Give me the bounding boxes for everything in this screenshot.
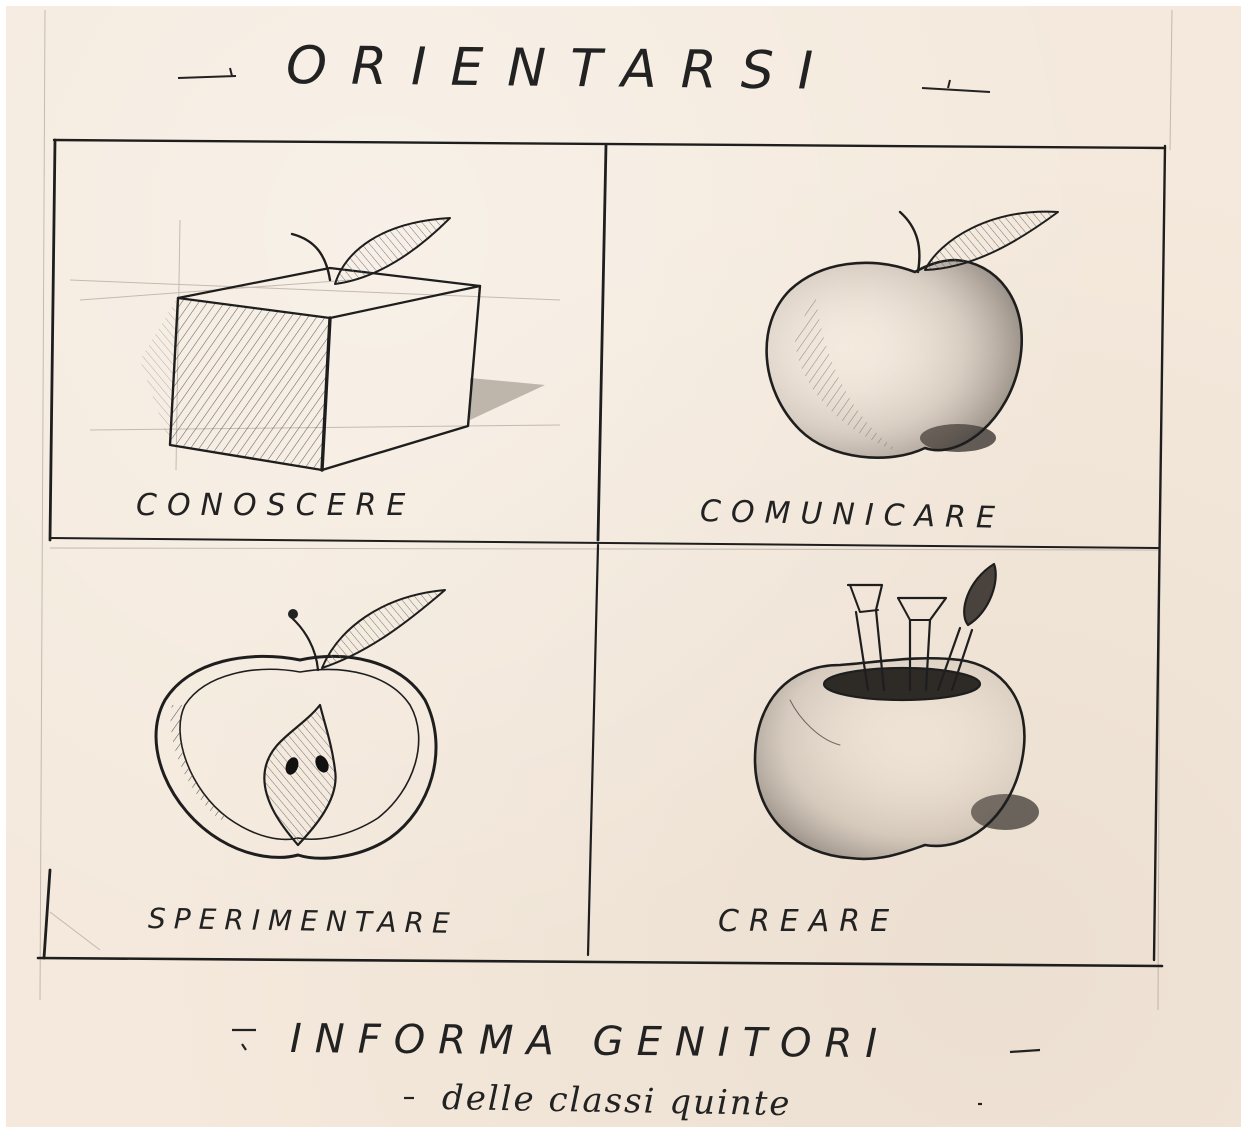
paper-sheet [6,6,1241,1127]
title-dashes [177,67,991,93]
apple-cube-icon [140,217,545,472]
note-text: delle classi quinte [441,1078,792,1125]
page-title: ORIENTARSI [285,36,838,102]
apple-icon [765,210,1059,459]
panel-grid [36,138,1167,968]
apple-brushes-icon [753,562,1039,861]
panel-label-conoscere: CONOSCERE [136,488,416,523]
panel-label-creare: CREARE [718,904,900,939]
subtitle-dashes [232,1028,1041,1106]
apple-half-icon [154,589,446,860]
subtitle: INFORMA GENITORI [289,1016,891,1068]
panel-label-sperimentare: SPERIMENTARE [147,902,458,940]
panel-label-comunicare: COMUNICARE [699,494,1006,536]
